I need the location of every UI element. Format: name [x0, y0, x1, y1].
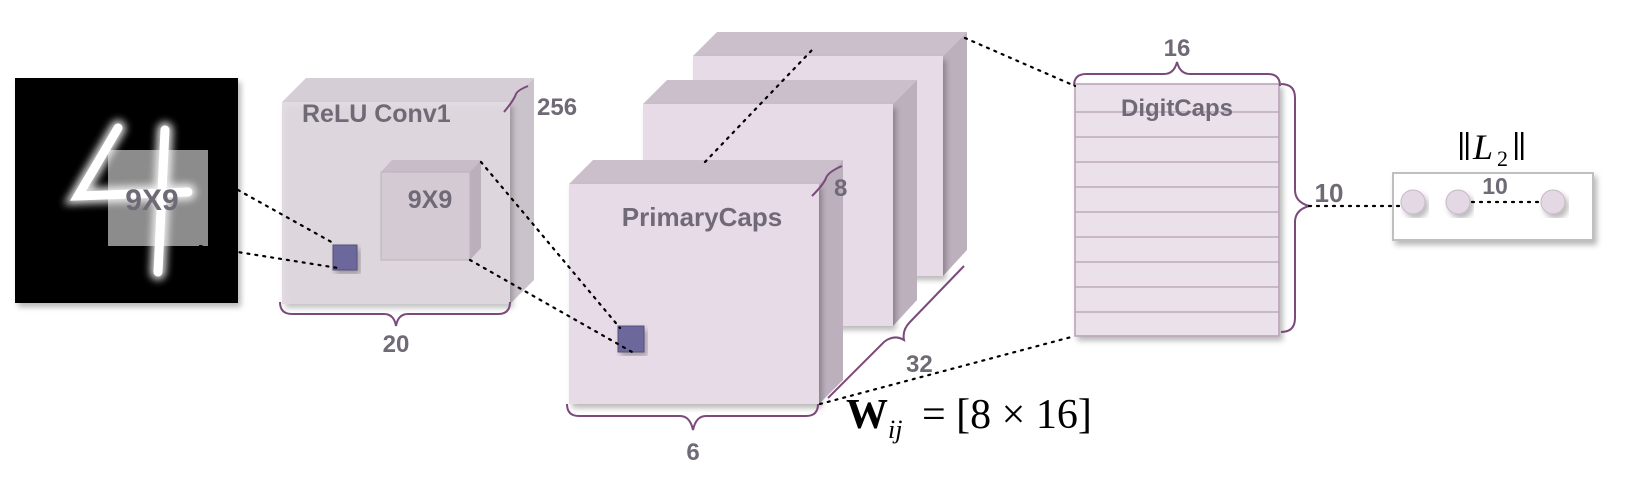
digit-caps-width-label: 16	[1164, 35, 1191, 62]
primary-caps-front-side	[819, 160, 843, 404]
norm-bar-right-2	[1521, 132, 1524, 160]
primary-caps-front-face	[569, 184, 819, 404]
output-capsule-1	[1400, 189, 1426, 215]
norm-subscript: 2	[1497, 146, 1508, 171]
primary-caps-unit-square	[617, 325, 645, 353]
connector-input-to-conv1-bottom	[198, 244, 340, 270]
weight-equation-text: = [8 × 16]	[922, 392, 1092, 438]
conv1-width-brace	[279, 301, 511, 327]
digit-caps-row-lines	[1075, 111, 1279, 313]
input-kernel-window	[108, 150, 208, 246]
conv1-depth-brace	[503, 85, 529, 113]
conv1-title: ReLU Conv1	[302, 100, 451, 128]
digit-caps-height-brace	[1280, 83, 1313, 333]
norm-bar-left-1	[1460, 132, 1463, 160]
conv1-top-face	[282, 78, 534, 102]
conv1-kernel-top	[381, 160, 481, 172]
primary-caps-back-top	[693, 32, 967, 56]
conv1-width-label: 20	[383, 331, 410, 358]
connector-caps-to-digit-top	[963, 36, 1077, 88]
weight-symbol: W	[846, 392, 888, 438]
connector-caps-depth	[703, 48, 814, 164]
input-image: 9X9	[15, 78, 238, 303]
output-norm-formula: L 2	[1460, 127, 1524, 171]
conv1-kernel-label: 9X9	[408, 186, 452, 214]
primary-caps-title: PrimaryCaps	[622, 202, 782, 232]
conv1-kernel-side	[470, 160, 481, 260]
output-capsule-2	[1445, 189, 1471, 215]
primary-caps-stack: PrimaryCaps 8 6 32	[566, 32, 967, 466]
digit-caps-width-brace	[1073, 61, 1281, 87]
primary-caps-count-brace	[827, 265, 965, 399]
norm-bar-right-1	[1515, 132, 1518, 160]
digit-caps-title: DigitCaps	[1121, 95, 1233, 122]
norm-bar-left-2	[1466, 132, 1469, 160]
conv1-kernel-front	[380, 171, 471, 261]
output-norm-block: 10 L 2	[1392, 127, 1594, 241]
primary-caps-depth-label: 8	[834, 175, 847, 202]
primary-caps-depth-brace	[811, 165, 843, 197]
connector-lines	[198, 36, 1540, 406]
primary-caps-middle-top	[643, 80, 917, 104]
primary-caps-front-slab: PrimaryCaps	[569, 160, 843, 404]
conv1-kernel-cube: 9X9	[380, 160, 481, 261]
output-count-label: 10	[1482, 173, 1508, 199]
primary-caps-front-top	[569, 160, 843, 184]
weight-equation: W ij = [8 × 16]	[846, 392, 1092, 444]
primary-caps-middle-side	[893, 80, 917, 326]
digit-caps-block: DigitCaps 16 10	[1073, 35, 1344, 337]
digit-caps-box	[1074, 83, 1280, 337]
input-kernel-label: 9X9	[125, 184, 178, 217]
primary-caps-width-brace	[566, 403, 819, 431]
conv1-depth-label: 256	[537, 94, 577, 121]
norm-symbol: L	[1472, 127, 1493, 167]
digit-caps-height-label: 10	[1315, 178, 1344, 208]
primary-caps-back-side	[943, 32, 967, 276]
primary-caps-width-label: 6	[686, 439, 699, 466]
connector-input-to-conv1-top	[236, 188, 337, 246]
weight-subscript: ij	[888, 415, 902, 444]
conv1-unit-square	[332, 244, 358, 271]
primary-caps-count-label: 32	[906, 351, 933, 378]
connector-conv1-to-caps-bottom	[468, 258, 634, 354]
conv1-block: ReLU Conv1 9X9 256 20	[279, 78, 577, 358]
conv1-side-face	[510, 78, 534, 304]
output-capsule-last	[1540, 189, 1566, 215]
